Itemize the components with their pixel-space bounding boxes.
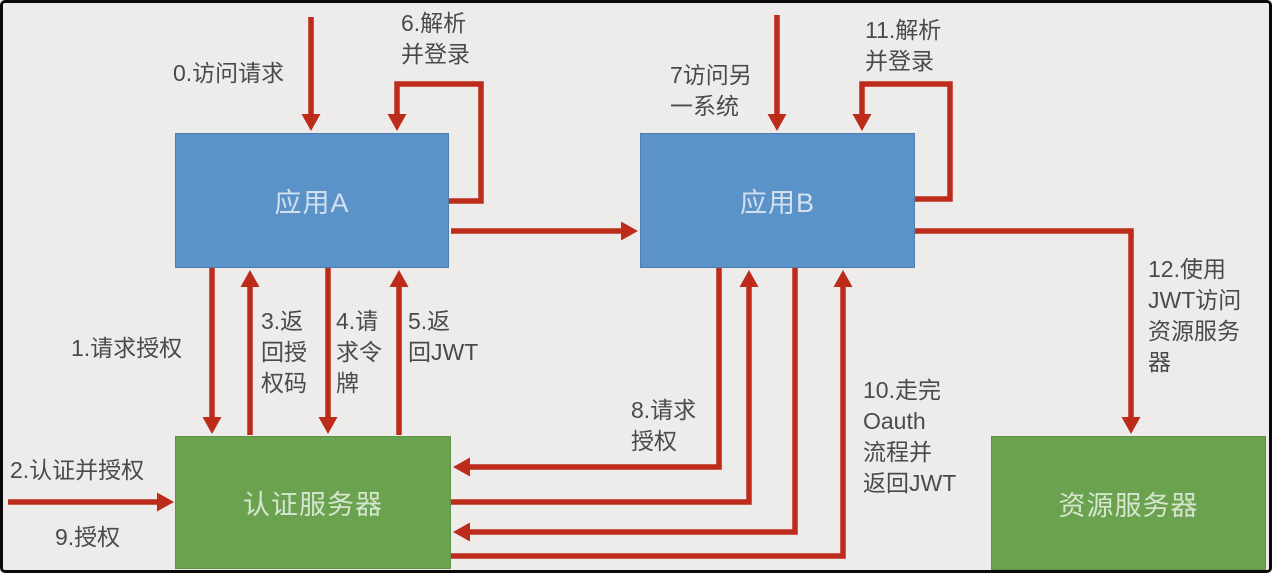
label-line: 9.授权	[55, 524, 121, 550]
label-line: 0.访问请求	[173, 60, 285, 86]
label-6-parse-login: 6.解析并登录	[401, 8, 470, 70]
label-line: 器	[1148, 349, 1171, 375]
label-11-parse-login: 11.解析并登录	[865, 15, 941, 77]
resource-server-node: 资源服务器	[991, 436, 1266, 570]
label-line: 回JWT	[408, 339, 479, 365]
node-label: 认证服务器	[243, 490, 383, 520]
label-line: 返回JWT	[863, 470, 957, 496]
label-line: 回授	[261, 339, 307, 365]
label-line: 7访问另	[670, 62, 752, 88]
app-b-node: 应用B	[640, 133, 915, 268]
arrow-7-access-another	[767, 15, 787, 131]
label-line: 2.认证并授权	[10, 457, 145, 483]
label-3-return-code: 3.返回授权码	[261, 306, 307, 399]
label-line: 授权	[631, 428, 677, 454]
arrow-5-return-jwt	[389, 270, 409, 435]
node-label: 应用B	[739, 188, 815, 218]
label-4-request-token: 4.请求令牌	[336, 306, 382, 399]
label-line: 12.使用	[1148, 256, 1226, 282]
label-line: 10.走完	[863, 377, 941, 403]
label-line: Oauth	[863, 408, 926, 434]
label-line: 牌	[336, 370, 359, 396]
label-line: 1.请求授权	[71, 335, 183, 361]
node-label: 应用A	[274, 188, 350, 218]
arrow-2-9-authorize	[8, 492, 174, 512]
label-12-use-jwt: 12.使用 JWT访问资源服务器	[1148, 254, 1241, 378]
label-2-authenticate: 2.认证并授权	[10, 455, 144, 486]
arrow-3-return-auth-code	[240, 270, 260, 435]
label-line: 权码	[261, 370, 307, 396]
auth-server-node: 认证服务器	[175, 436, 451, 569]
label-7-access-another: 7访问另一系统	[670, 60, 752, 122]
label-line: 8.请求	[631, 397, 697, 423]
label-1-request-auth: 1.请求授权	[71, 333, 182, 364]
label-line: 一系统	[670, 93, 739, 119]
label-line: 并登录	[865, 48, 934, 74]
label-line: 11.解析	[865, 17, 942, 43]
label-10-oauth-flow: 10.走完 Oauth 流程并返回JWT	[863, 375, 956, 499]
arrow-1-request-auth	[202, 268, 222, 434]
arrow-auth-to-app-b-grant	[451, 270, 759, 505]
arrow-0-access-request	[301, 17, 321, 131]
label-0-access-request: 0.访问请求	[173, 58, 284, 89]
node-label: 资源服务器	[1058, 490, 1199, 521]
label-5-return-jwt: 5.返回JWT	[408, 306, 478, 368]
label-9-authorize: 9.授权	[55, 522, 120, 553]
label-line: 求令	[336, 339, 382, 365]
arrow-4-request-token	[318, 268, 338, 434]
label-line: 6.解析	[401, 10, 467, 36]
arrow-app-a-to-app-b	[451, 221, 638, 241]
label-line: 流程并	[863, 439, 932, 465]
label-line: 5.返	[408, 308, 451, 334]
label-line: 并登录	[401, 41, 470, 67]
label-line: JWT访问	[1148, 287, 1242, 313]
app-a-node: 应用A	[175, 133, 449, 268]
label-line: 资源服务	[1148, 318, 1240, 344]
arrow-app-b-to-auth-request	[453, 268, 798, 542]
label-8-request-auth: 8.请求授权	[631, 395, 696, 457]
label-line: 3.返	[261, 308, 304, 334]
label-line: 4.请	[336, 308, 379, 334]
